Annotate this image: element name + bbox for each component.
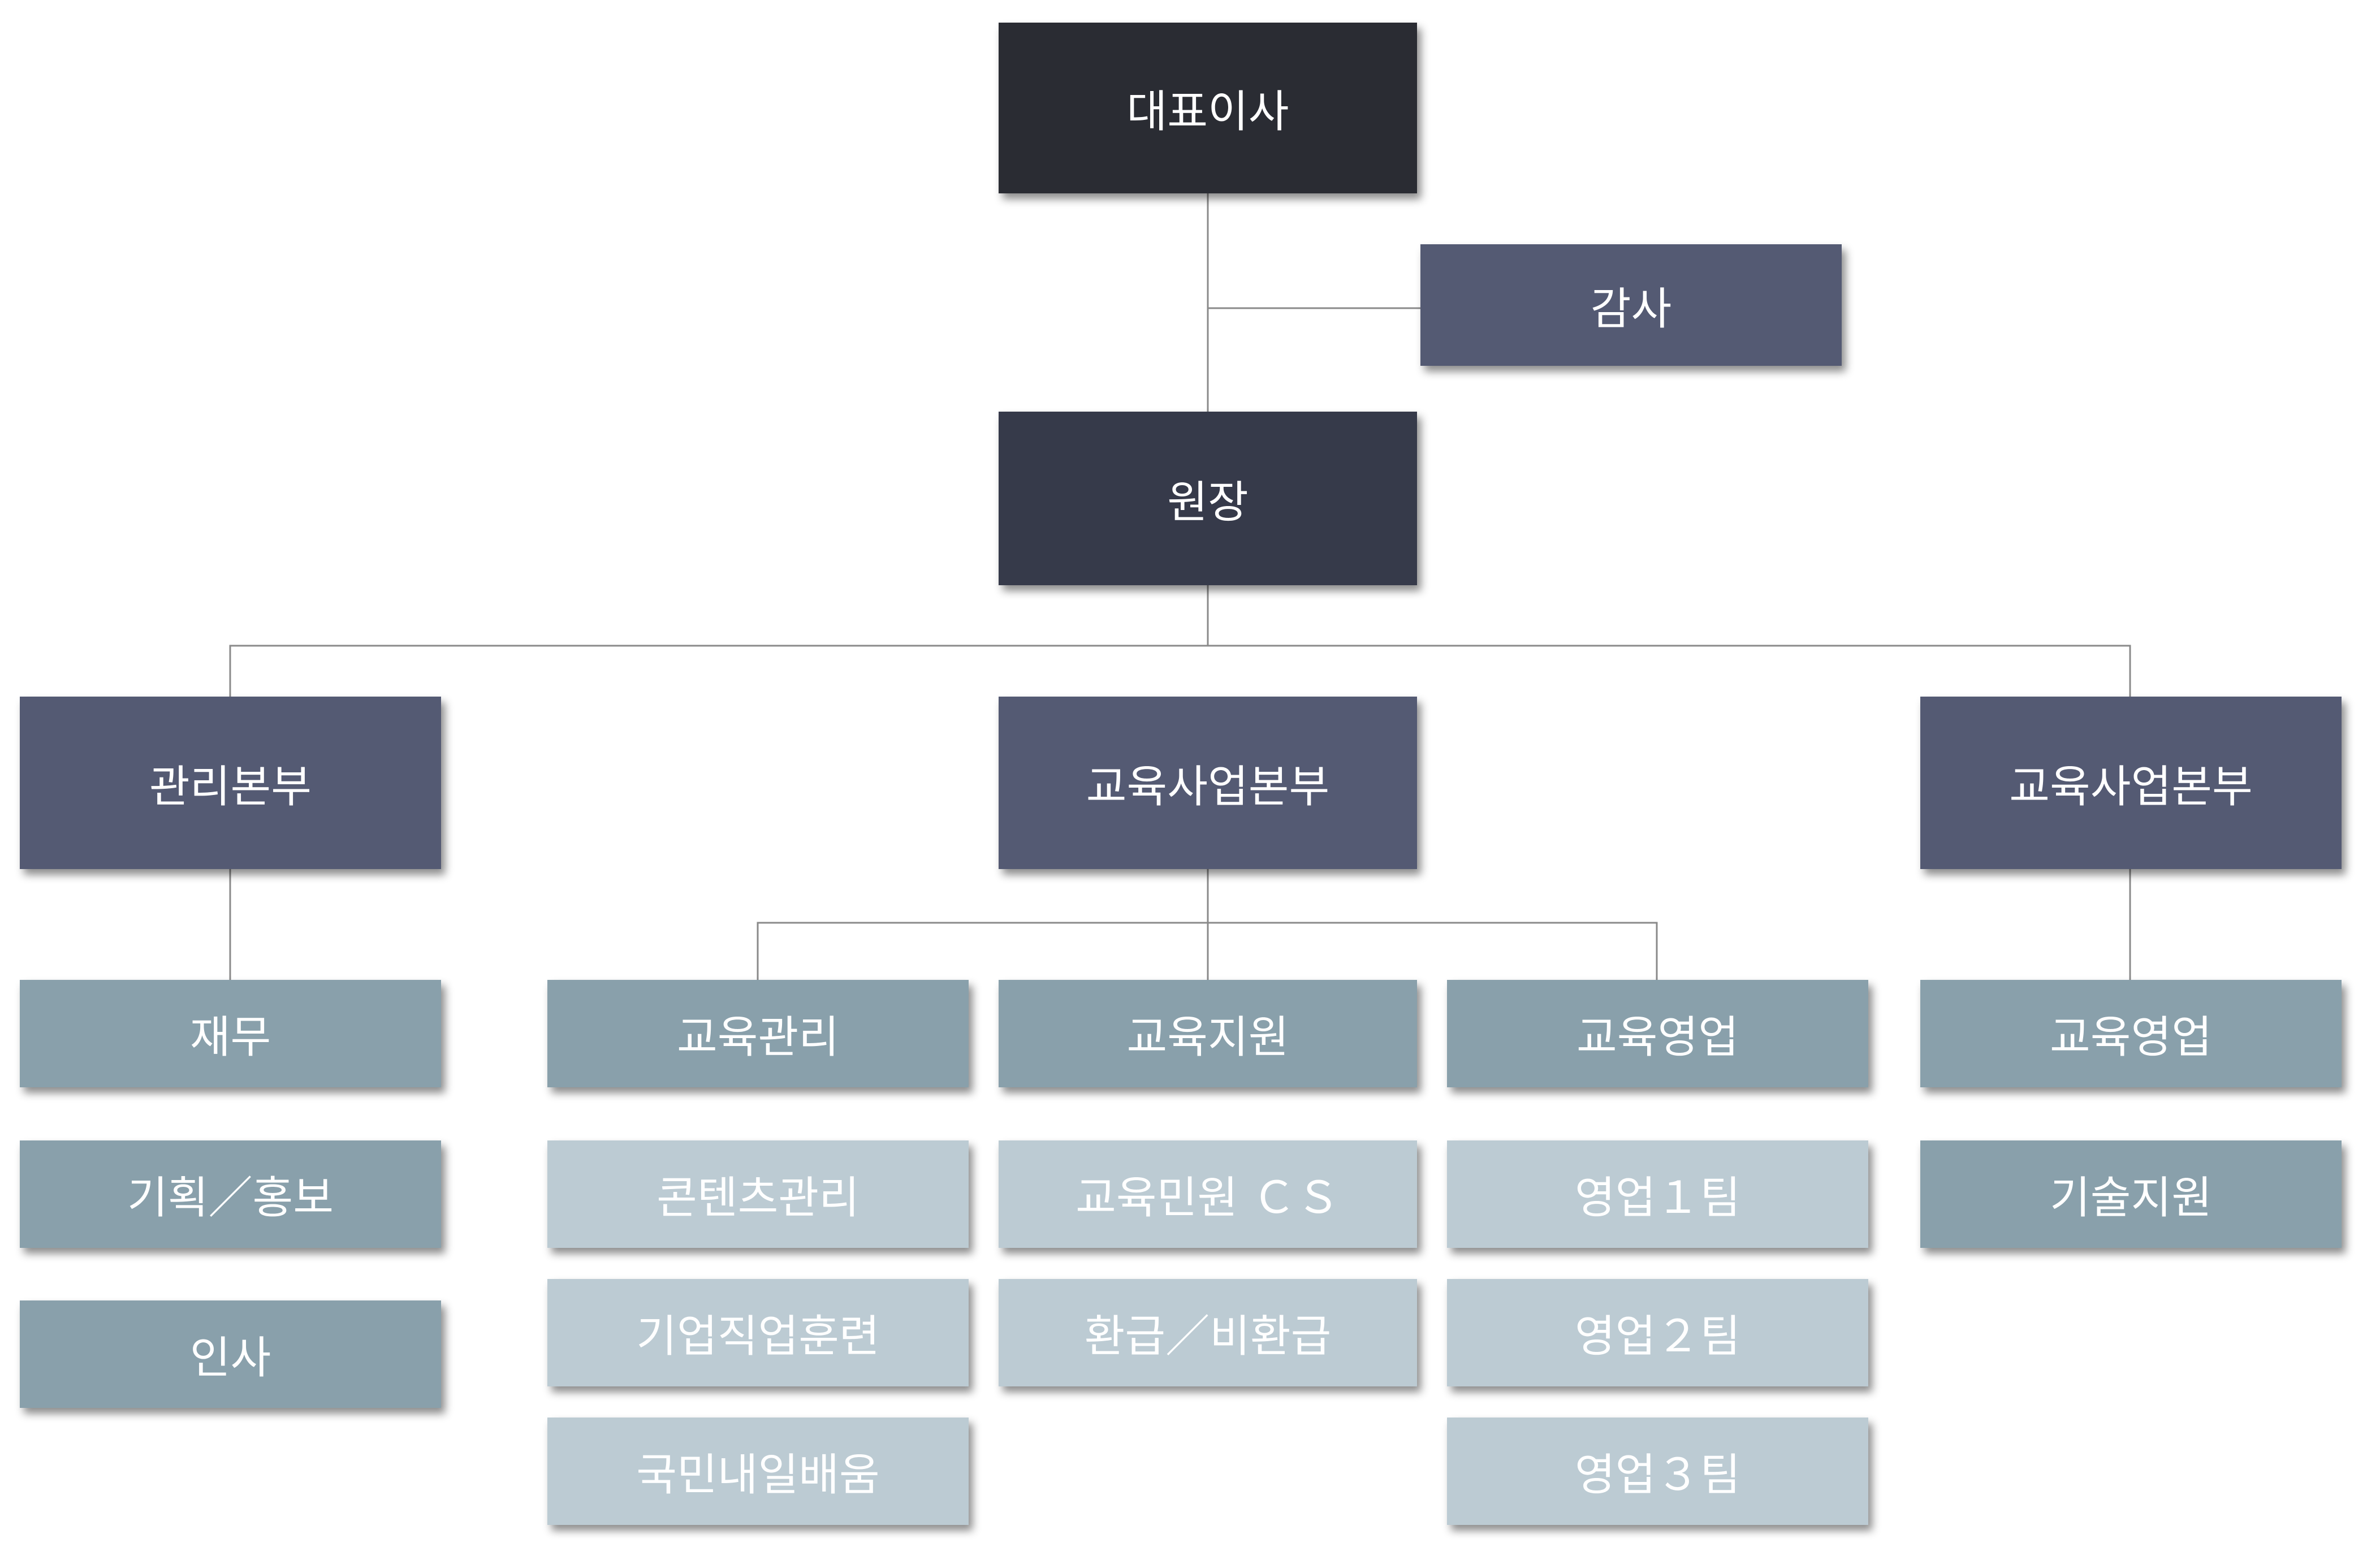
- auditor-box: 감사: [1420, 244, 1842, 366]
- team-education-support: 교육지원: [999, 980, 1417, 1087]
- unit-education-cs: 교육민원 ＣＳ: [999, 1140, 1417, 1248]
- unit-content-management: 콘텐츠관리: [547, 1140, 969, 1248]
- unit-corporate-vocational-training: 기업직업훈련: [547, 1279, 969, 1386]
- division-management: 관리본부: [20, 697, 441, 869]
- team-planning-pr: 기획／홍보: [20, 1140, 441, 1248]
- team-finance: 재무: [20, 980, 441, 1087]
- director-box: 원장: [999, 412, 1417, 585]
- ceo-box: 대표이사: [999, 23, 1417, 193]
- team-education-management: 교육관리: [547, 980, 969, 1087]
- division-education-business: 교육사업본부: [999, 697, 1417, 869]
- division-education-business-2: 교육사업본부: [1920, 697, 2342, 869]
- unit-sales-team-3: 영업３팀: [1447, 1418, 1868, 1525]
- unit-refund: 환급／비환급: [999, 1279, 1417, 1386]
- team-technical-support: 기술지원: [1920, 1140, 2342, 1248]
- team-education-sales: 교육영업: [1447, 980, 1868, 1087]
- unit-sales-team-1: 영업１팀: [1447, 1140, 1868, 1248]
- team-hr: 인사: [20, 1300, 441, 1408]
- unit-sales-team-2: 영업２팀: [1447, 1279, 1868, 1386]
- unit-national-learning: 국민내일배움: [547, 1418, 969, 1525]
- team-education-sales-2: 교육영업: [1920, 980, 2342, 1087]
- connector-divisions-bus: [229, 645, 2131, 697]
